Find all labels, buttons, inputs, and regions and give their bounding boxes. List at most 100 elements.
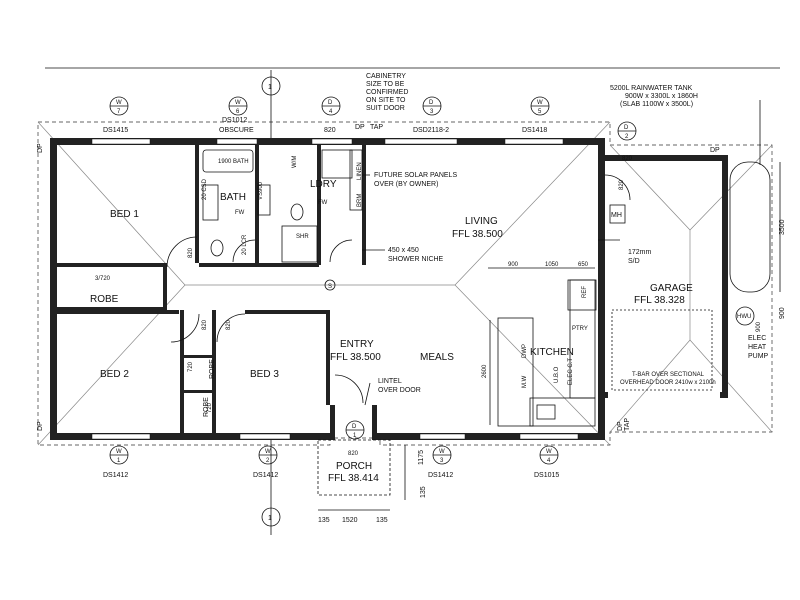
hwu-900: 900 (756, 321, 762, 332)
svg-text:W: W (116, 449, 122, 455)
tap-label-right: TAP (624, 418, 631, 431)
garage-door-outline (611, 309, 713, 391)
dishwasher-label: DWP (522, 344, 528, 358)
svg-text:HEAT: HEAT (748, 344, 767, 351)
room-living-ffl: FFL 38.500 (452, 229, 503, 240)
svg-text:4: 4 (547, 458, 551, 464)
svg-text:1: 1 (268, 84, 272, 91)
dp-label-garage: DP (710, 147, 720, 154)
room-entry-ffl: FFL 38.500 (330, 352, 381, 363)
robe-bed1-dim: 3/720 (95, 276, 111, 282)
svg-text:1: 1 (353, 433, 357, 439)
svg-text:(SLAB 1100W x 3500L): (SLAB 1100W x 3500L) (620, 101, 693, 108)
section-marker-bottom: 1 (261, 440, 281, 535)
svg-text:D: D (624, 125, 629, 131)
hwu-unit (735, 306, 755, 326)
internal-walls (57, 145, 366, 435)
door-marker-d3: D 3 (422, 96, 442, 116)
room-entry: ENTRY (340, 339, 374, 350)
window-code-ds1012: DS1012 (222, 117, 247, 124)
room-garage: GARAGE (650, 283, 693, 294)
porch-dim-1175: 1175 (418, 450, 425, 465)
room-garage-ffl: FFL 38.328 (634, 295, 685, 306)
room-ldry: LDRY (310, 179, 337, 190)
window-openings (91, 138, 579, 440)
manhole-label: MH (611, 212, 622, 219)
ldry-floor-waste: FW (318, 200, 328, 206)
broom-label: BRM (357, 194, 363, 207)
svg-text:6: 6 (236, 109, 240, 115)
room-bed3: BED 3 (250, 369, 279, 380)
door-bed2-820: 820 (202, 319, 208, 330)
svg-text:450 x 450: 450 x 450 (388, 247, 419, 254)
room-kitchen: KITCHEN (530, 347, 574, 358)
svg-text:3: 3 (440, 458, 444, 464)
svg-text:172mm: 172mm (628, 249, 652, 256)
room-meals: MEALS (420, 352, 454, 363)
svg-text:7: 7 (117, 109, 121, 115)
dp-label-left-top: DP (37, 143, 44, 153)
door-width-820: 820 (324, 127, 336, 134)
room-bed1: BED 1 (110, 209, 139, 220)
overhead-door-note: T-BAR OVER SECTIONAL OVERHEAD DOOR 2410w… (620, 372, 716, 386)
window-code-ds1412-a: DS1412 (103, 472, 128, 479)
kitchen-dim-900: 900 (508, 262, 519, 268)
pantry-label: PTRY (572, 326, 588, 332)
room-porch: PORCH (336, 461, 372, 472)
door-code-dsd2118: DSD2118-2 (413, 127, 449, 134)
svg-text:3: 3 (430, 109, 434, 115)
room-robe-bed2: ROBE (203, 397, 210, 417)
smoke-detector-symbol (324, 279, 336, 291)
svg-text:PUMP: PUMP (748, 353, 769, 360)
svg-text:SHOWER NICHE: SHOWER NICHE (388, 256, 444, 263)
hwu-label: HWU (737, 314, 751, 320)
window-code-ds1412-c: DS1412 (428, 472, 453, 479)
room-porch-ffl: FFL 38.414 (328, 473, 379, 484)
window-marker-w2: W 2 (258, 445, 278, 465)
shower-niche-note: 450 x 450 SHOWER NICHE (388, 247, 444, 263)
fridge-label: REF (582, 286, 588, 298)
door-marker-d1: D 1 (345, 420, 365, 440)
room-robe-bed3: ROBE (209, 359, 216, 379)
svg-text:OVERHEAD DOOR 2410w x 2100h: OVERHEAD DOOR 2410w x 2100h (620, 380, 716, 386)
svg-text:D: D (352, 424, 357, 430)
leader-lines (362, 100, 761, 406)
room-bath: BATH (220, 192, 246, 203)
porch-dim-135-a: 135 (318, 517, 330, 524)
svg-text:4: 4 (329, 109, 333, 115)
svg-text:CONFIRMED: CONFIRMED (366, 89, 408, 96)
robe-bed3-720: 720 (188, 361, 194, 372)
svg-text:D: D (429, 100, 434, 106)
cabinetry-note: CABINETRY SIZE TO BE CONFIRMED ON SITE T… (366, 73, 408, 112)
porch-dim-1520: 1520 (342, 517, 358, 524)
heat-pump-note: ELEC HEAT PUMP (748, 335, 769, 360)
window-code-ds1015: DS1015 (534, 472, 559, 479)
door-garage-820: 820 (622, 156, 633, 162)
room-bed2: BED 2 (100, 369, 129, 380)
svg-text:1: 1 (268, 515, 272, 522)
svg-text:SIZE TO BE: SIZE TO BE (366, 81, 405, 88)
svg-text:W: W (546, 449, 552, 455)
tank-dim-3500: 3500 (779, 219, 786, 235)
svg-text:OVER (BY OWNER): OVER (BY OWNER) (374, 181, 438, 188)
window-code-ds1412-b: DS1412 (253, 472, 278, 479)
svg-text:W: W (439, 449, 445, 455)
section-marker-top: 1 (261, 70, 281, 138)
svg-text:FUTURE SOLAR PANELS: FUTURE SOLAR PANELS (374, 172, 457, 179)
door-bed1-820: 820 (188, 247, 194, 258)
window-marker-w7: W 7 (109, 96, 129, 116)
svg-text:CABINETRY: CABINETRY (366, 73, 406, 80)
svg-text:2: 2 (625, 134, 629, 140)
svg-text:2: 2 (266, 458, 270, 464)
linen-label: LINEN (357, 162, 363, 180)
svg-text:900W x 3300L x 1860H: 900W x 3300L x 1860H (625, 93, 698, 100)
ubo-label: U.B.O (554, 366, 560, 383)
csd-label: 20 CSD (202, 178, 208, 200)
window-code-ds1418: DS1418 (522, 127, 547, 134)
vanity-label: VS900 (258, 181, 264, 200)
bath-tub-label: 1900 BATH (218, 159, 249, 165)
svg-text:W: W (265, 449, 271, 455)
solar-panels-note: FUTURE SOLAR PANELS OVER (BY OWNER) (374, 172, 457, 188)
door-swings (166, 174, 631, 404)
dp-label-left-bottom: DP (37, 421, 44, 431)
